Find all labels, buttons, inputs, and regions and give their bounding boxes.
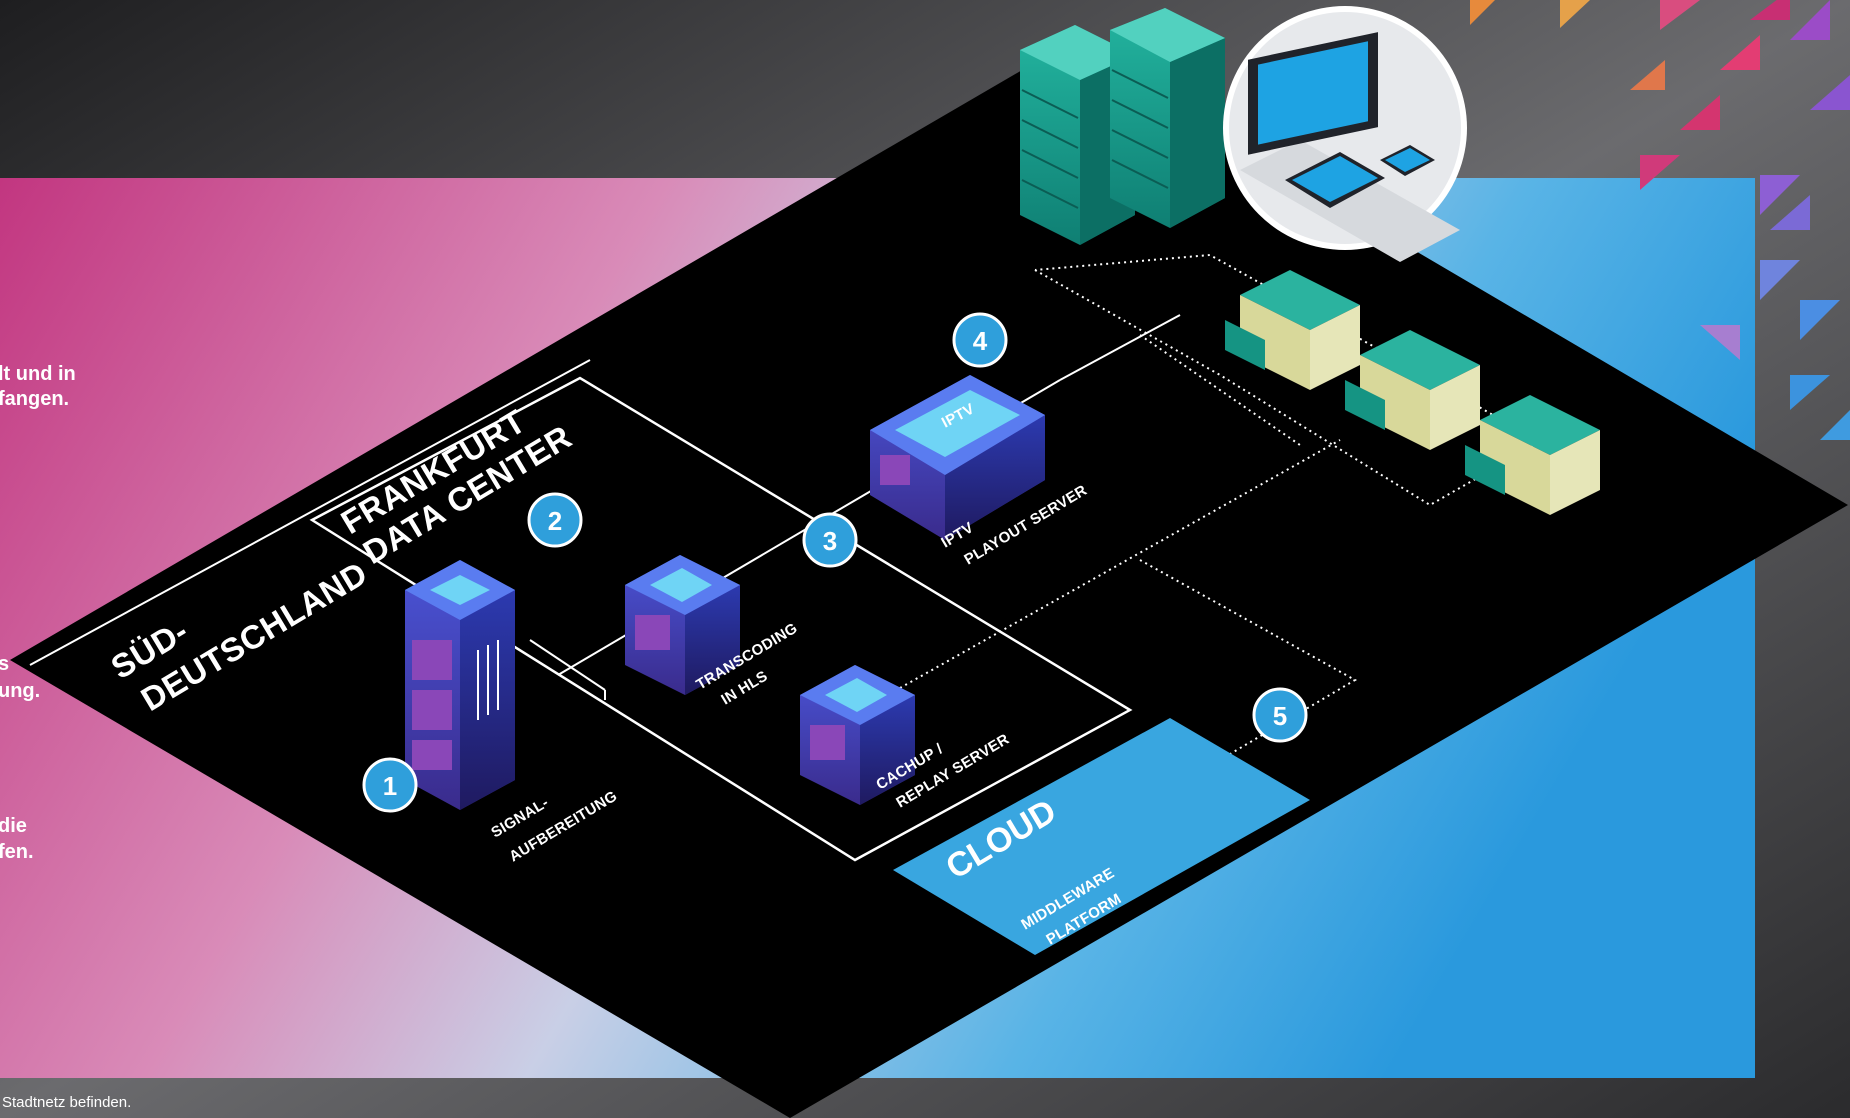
transcoding-server [625, 555, 740, 695]
dotted-links [899, 253, 1543, 761]
signal-processing-tower [405, 560, 515, 810]
side-text-1: lt und in [0, 363, 76, 385]
house-1 [1225, 270, 1360, 390]
step-badge-5: 5 [1252, 687, 1308, 743]
cloud-platform [893, 718, 1310, 955]
step-badge-4: 4 [952, 312, 1008, 368]
houses [1225, 270, 1600, 515]
catchup-server [800, 665, 915, 805]
house-2 [1345, 330, 1480, 450]
svg-text:1: 1 [383, 771, 397, 801]
south-germany-edge [29, 359, 591, 666]
footer-note: Stadtnetz befinden. [2, 1094, 131, 1111]
iptv-playout-server [870, 375, 1045, 540]
datacenter-towers [1020, 8, 1225, 245]
svg-text:4: 4 [973, 326, 988, 356]
house-3 [1465, 395, 1600, 515]
side-text-4: ung. [0, 680, 40, 702]
end-devices-illustration [1223, 6, 1467, 262]
frankfurt-boundary [309, 376, 1133, 862]
side-text-2: fangen. [0, 388, 69, 410]
side-text-3: s [0, 653, 9, 675]
step-badge-3: 3 [802, 512, 858, 568]
side-text-5: die [0, 815, 27, 837]
step-badge-2: 2 [527, 492, 583, 548]
platform [10, 45, 1848, 1118]
svg-text:5: 5 [1273, 701, 1287, 731]
decorative-triangles [1470, 0, 1850, 440]
svg-text:2: 2 [548, 506, 562, 536]
step-badge-1: 1 [362, 757, 418, 813]
svg-text:3: 3 [823, 526, 837, 556]
side-text-6: fen. [0, 841, 34, 863]
